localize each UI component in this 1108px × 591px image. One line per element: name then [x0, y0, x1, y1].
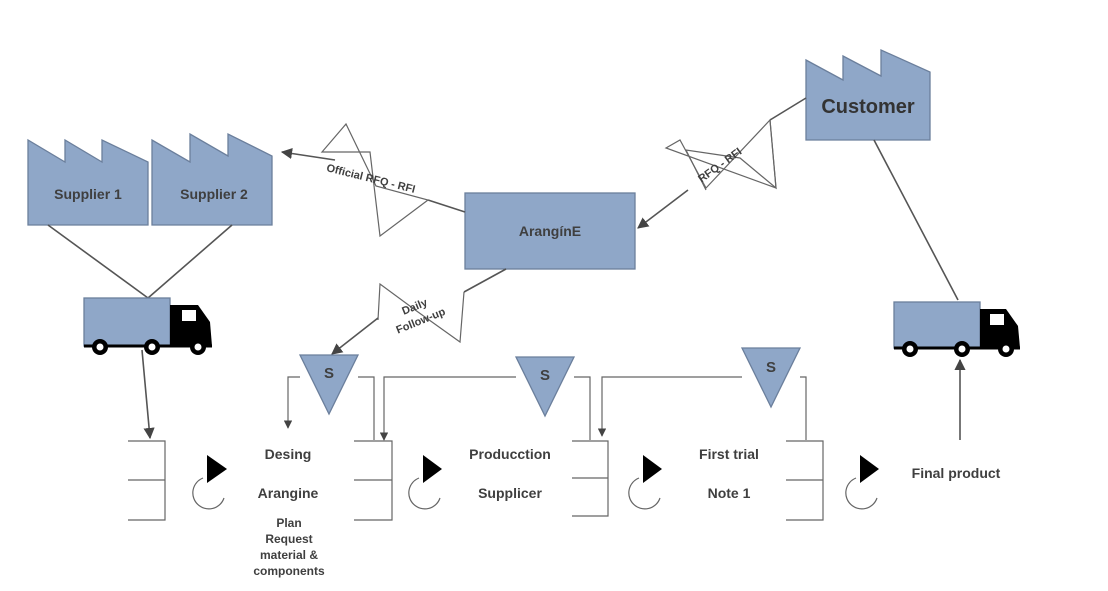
supermarket-2-label: S	[540, 367, 550, 384]
step-supplicer: Supplicer	[478, 485, 542, 501]
supplier-truck-icon	[83, 297, 212, 355]
step-components: components	[253, 564, 325, 578]
buffer-1	[128, 440, 166, 521]
step-note-1: Note 1	[708, 485, 751, 501]
supermarket-3[interactable]: S	[740, 347, 802, 409]
customer-factory[interactable]: Customer	[805, 48, 931, 141]
supplier-1-link	[47, 224, 149, 299]
customer-truck-icon	[893, 301, 1020, 357]
supplier-delivery-arrow	[141, 349, 155, 440]
supermarket-1-label: S	[324, 365, 334, 382]
pull-line-2	[379, 376, 516, 441]
step-desing: Desing	[265, 446, 312, 462]
supermarket-3-label: S	[766, 359, 776, 376]
official-rfq-flow: Official RFQ - RFI	[280, 122, 466, 238]
process-cycle-icon-1	[192, 455, 227, 510]
daily-followup-flow: Daily Follow-up	[331, 268, 507, 355]
step-plan: Plan	[276, 516, 301, 530]
supermarket-1[interactable]: S	[298, 354, 360, 416]
arangine-box[interactable]: ArangínE	[464, 192, 636, 270]
buffer-2	[354, 440, 393, 521]
supplier-1-label: Supplier 1	[54, 186, 122, 202]
process-cycle-icon-2	[408, 455, 442, 510]
arangine-label: ArangínE	[519, 223, 581, 239]
step-final-product: Final product	[912, 465, 1001, 481]
pull-line-2b	[574, 376, 591, 440]
step-arangine: Arangine	[258, 485, 319, 501]
pull-line-3b	[800, 376, 807, 440]
buffer-4	[786, 440, 824, 521]
pull-line-3	[597, 376, 742, 437]
rfq-flow: RFQ - RFI	[637, 97, 807, 229]
step-first-trial: First trial	[699, 446, 759, 462]
process-cycle-icon-4	[845, 455, 879, 510]
pull-line-1b	[358, 376, 375, 440]
step-material: material &	[260, 548, 318, 562]
supermarket-2[interactable]: S	[514, 356, 576, 418]
supplier-2-label: Supplier 2	[180, 186, 248, 202]
customer-label: Customer	[821, 96, 915, 118]
buffer-3	[572, 440, 609, 517]
supplier-2-factory[interactable]: Supplier 2	[151, 132, 273, 226]
process-cycle-icon-3	[628, 455, 662, 510]
customer-link	[873, 139, 959, 301]
step-request: Request	[265, 532, 312, 546]
step-producction: Producction	[469, 446, 551, 462]
supplier-1-factory[interactable]: Supplier 1	[27, 138, 149, 226]
supplier-2-link	[147, 224, 233, 299]
pull-line-1	[283, 376, 300, 429]
